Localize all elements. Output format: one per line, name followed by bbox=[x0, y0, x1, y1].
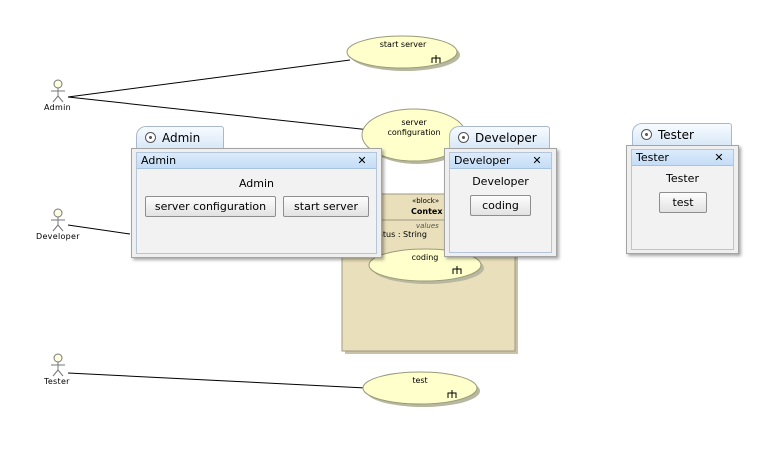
server-configuration-button[interactable]: server configuration bbox=[145, 196, 276, 217]
association-developer-coding[interactable] bbox=[67, 224, 131, 235]
admin-panel-header-title: Admin bbox=[141, 154, 177, 167]
component-icon bbox=[641, 129, 652, 140]
coding-button[interactable]: coding bbox=[470, 195, 531, 216]
tester-panel-body: Tester ✕ Tester test bbox=[631, 149, 734, 250]
close-icon[interactable]: ✕ bbox=[714, 151, 724, 164]
tester-panel-name: Tester bbox=[666, 172, 699, 185]
use-case-label-start-server: start server bbox=[379, 40, 427, 49]
block-stereotype: «block» bbox=[412, 197, 440, 205]
actor-label-admin: Admin bbox=[44, 103, 71, 112]
admin-panel: Admin ✕ Admin server configuration start… bbox=[131, 148, 382, 258]
actor-label-developer: Developer bbox=[36, 232, 80, 241]
block-value-property: atus : String bbox=[378, 230, 427, 239]
admin-panel-body: Admin ✕ Admin server configuration start… bbox=[136, 152, 377, 254]
association-tester-test[interactable] bbox=[67, 372, 367, 389]
developer-panel-header-title: Developer bbox=[454, 154, 511, 167]
tester-panel-header: Tester ✕ bbox=[632, 150, 733, 166]
developer-panel-name: Developer bbox=[472, 175, 529, 188]
use-case-label-server-line1: server bbox=[401, 118, 427, 127]
rake-icon bbox=[447, 390, 457, 398]
tester-panel-tab-label: Tester bbox=[658, 127, 694, 142]
admin-panel-header: Admin ✕ bbox=[137, 153, 376, 169]
actor-label-tester: Tester bbox=[44, 377, 70, 386]
component-icon bbox=[458, 132, 469, 143]
tester-panel-tab[interactable]: Tester bbox=[632, 123, 732, 145]
use-case-label-test: test bbox=[412, 376, 428, 385]
rake-icon bbox=[431, 55, 441, 63]
use-case-label-server-line2: configuration bbox=[387, 128, 441, 137]
association-admin-server-configuration[interactable] bbox=[67, 96, 371, 131]
actor-tester-figure[interactable] bbox=[51, 353, 65, 377]
use-case-label-coding: coding bbox=[411, 253, 439, 262]
tester-panel-header-title: Tester bbox=[636, 151, 669, 164]
tester-panel: Tester ✕ Tester test bbox=[626, 145, 739, 254]
developer-panel-tab-label: Developer bbox=[475, 130, 537, 145]
developer-panel: Developer ✕ Developer coding bbox=[444, 148, 557, 257]
admin-panel-tab[interactable]: Admin bbox=[136, 126, 224, 148]
developer-panel-header: Developer ✕ bbox=[450, 153, 551, 169]
association-admin-start-server[interactable] bbox=[67, 59, 351, 98]
component-icon bbox=[145, 132, 156, 143]
admin-panel-name: Admin bbox=[238, 177, 275, 190]
developer-panel-tab[interactable]: Developer bbox=[449, 126, 550, 148]
admin-panel-tab-label: Admin bbox=[162, 130, 201, 145]
close-icon[interactable]: ✕ bbox=[532, 154, 542, 167]
use-case-start-server[interactable] bbox=[346, 35, 458, 69]
rake-icon bbox=[452, 266, 462, 274]
actor-admin-figure[interactable] bbox=[51, 79, 65, 103]
developer-panel-body: Developer ✕ Developer coding bbox=[449, 152, 552, 253]
block-compartment-label: values bbox=[416, 222, 439, 230]
block-name: Contex bbox=[411, 207, 443, 216]
start-server-button[interactable]: start server bbox=[283, 196, 369, 217]
actor-developer-figure[interactable] bbox=[51, 208, 65, 232]
close-icon[interactable]: ✕ bbox=[357, 154, 367, 167]
test-button[interactable]: test bbox=[659, 192, 707, 213]
